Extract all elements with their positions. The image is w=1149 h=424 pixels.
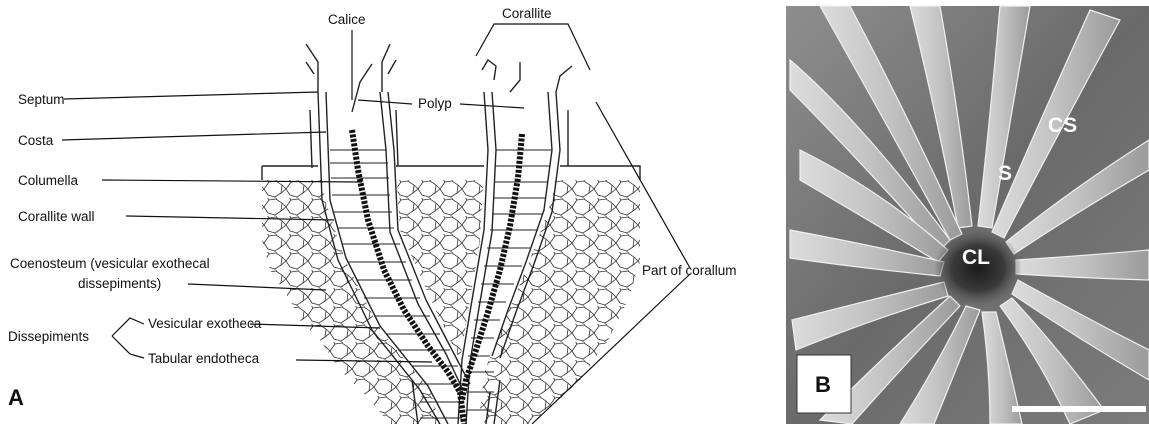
label-calice: Calice	[328, 12, 366, 27]
label-polyp: Polyp	[418, 96, 452, 111]
label-columella: Columella	[18, 173, 79, 188]
label-cl: CL	[962, 246, 990, 269]
label-costa: Costa	[18, 133, 54, 148]
label-cs: CS	[1048, 114, 1077, 137]
panel-b-micrograph: CS S CL B	[786, 6, 1149, 424]
label-vesicular-exotheca: Vesicular exotheca	[148, 316, 262, 331]
label-s: S	[998, 162, 1012, 185]
panel-a-diagram: Calice Corallite Septum Polyp Costa Colu…	[8, 6, 737, 424]
scale-bar	[1012, 406, 1146, 412]
label-dissepiments: Dissepiments	[8, 329, 89, 344]
panel-letter-a: A	[8, 385, 24, 410]
label-coenosteum-line1: Coenosteum (vesicular exothecal	[10, 256, 210, 271]
label-corallite-wall: Corallite wall	[18, 209, 95, 224]
panel-letter-b: B	[815, 372, 831, 397]
label-septum: Septum	[18, 92, 65, 107]
label-part-of-corallum: Part of corallum	[642, 263, 737, 278]
label-coenosteum-line2: dissepiments)	[78, 276, 161, 291]
label-corallite: Corallite	[502, 6, 552, 21]
label-tabular-endotheca: Tabular endotheca	[148, 351, 260, 366]
